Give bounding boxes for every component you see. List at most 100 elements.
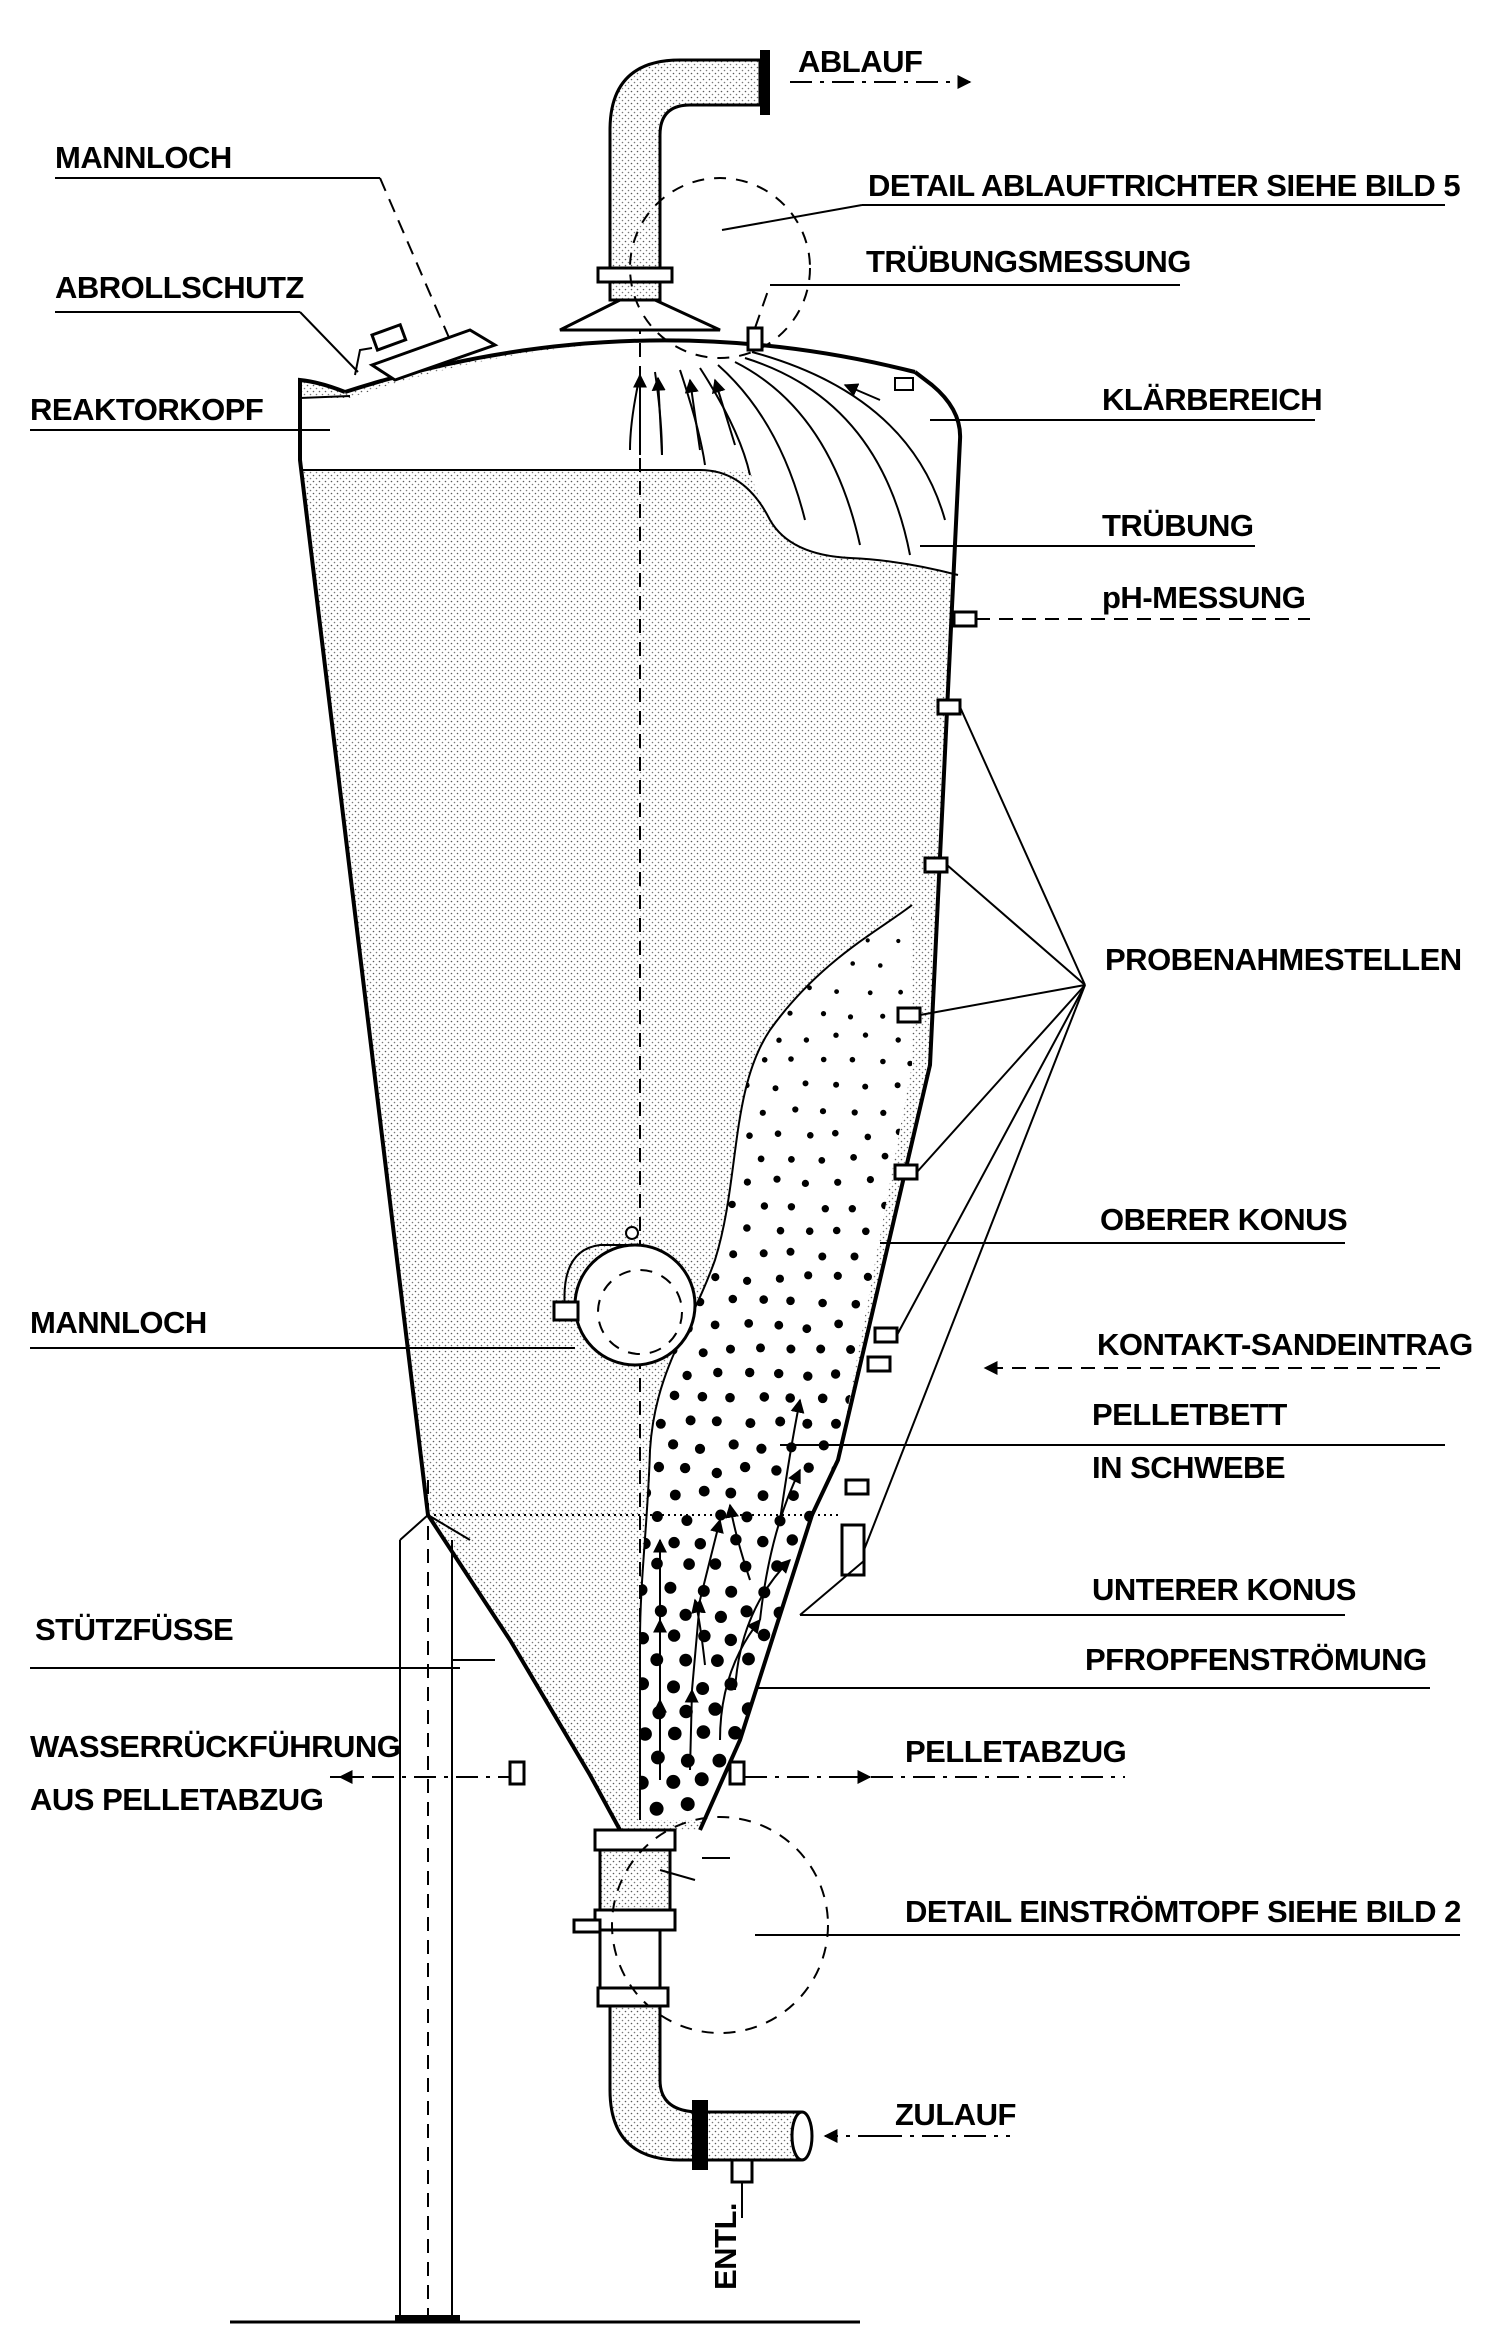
pellet-dot	[759, 1109, 766, 1116]
pellet-dot	[681, 1515, 693, 1526]
pellet-dot	[669, 1390, 680, 1401]
pellet-dot	[818, 1298, 827, 1308]
pellet-dot	[679, 1704, 693, 1719]
pellet-dot	[725, 1585, 738, 1598]
pellet-dot	[907, 1060, 912, 1067]
label-mannloch-top: MANNLOCH	[55, 140, 232, 175]
pellet-dot	[667, 1629, 681, 1642]
pellet-dot	[816, 1344, 826, 1354]
label-abrollschutz: ABROLLSCHUTZ	[55, 270, 304, 305]
flow-lines	[629, 351, 946, 556]
label-reaktorkopf: REAKTORKOPF	[30, 392, 263, 427]
detail-circle-top	[629, 177, 811, 359]
pellet-dot	[819, 1108, 827, 1115]
label-truebung: TRÜBUNG	[1102, 508, 1254, 543]
pellet-dot	[711, 1416, 722, 1427]
pellet-dot	[863, 1605, 876, 1618]
pellet-dot	[851, 1299, 861, 1309]
pellet-dot	[820, 1056, 827, 1063]
pellet-dot	[800, 1655, 814, 1668]
labels: ABLAUF MANNLOCH DETAIL ABLAUFTRICHTER SI…	[30, 44, 1473, 2290]
pellet-dot	[816, 1823, 830, 1837]
pellet-dot	[728, 1294, 738, 1304]
pellet-dot	[848, 1726, 862, 1741]
support-legs	[230, 1480, 860, 2324]
pellet-dot	[892, 1800, 907, 1815]
pellet-dot	[850, 1252, 859, 1261]
pellet-dot	[832, 1226, 841, 1235]
pellet-dot	[694, 1443, 706, 1454]
pellet-dot	[775, 1416, 786, 1427]
pellet-dot	[834, 1178, 842, 1186]
pellet-dot	[903, 1773, 912, 1788]
pellet-dot	[830, 1369, 841, 1379]
pellet-dot	[821, 1205, 829, 1213]
pellet-dot	[786, 1344, 796, 1354]
pellet-dot	[785, 1632, 798, 1645]
detail-circle-bottom	[611, 1816, 829, 2034]
pellet-dot	[745, 1418, 756, 1429]
pellet-dot	[668, 1726, 682, 1741]
pellet-dot	[694, 1538, 706, 1550]
pellet-dot	[829, 1702, 843, 1716]
pellet-dot	[725, 1487, 737, 1499]
pellet-dot	[655, 1418, 666, 1429]
pellet-dot	[846, 1634, 859, 1647]
pellet-dot	[807, 1132, 814, 1139]
pellet-dot	[680, 1797, 695, 1812]
inlet-pipe	[608, 2004, 814, 2205]
pellet-dot	[803, 1796, 818, 1811]
pellet-dot	[744, 1319, 754, 1328]
label-stuetzfuesse: STÜTZFÜSSE	[35, 1612, 233, 1647]
pellet-dot	[923, 1225, 931, 1233]
label-pfropfenstroemung: PFROPFENSTRÖMUNG	[1085, 1642, 1427, 1677]
pellet-dot	[814, 1773, 829, 1788]
pellet-dot	[906, 1536, 912, 1548]
pellet-dot	[682, 1370, 692, 1381]
pellet-dot	[863, 1272, 873, 1281]
pellet-dot	[845, 1821, 859, 1835]
pellet-dot	[921, 1417, 931, 1427]
pellet-dot	[924, 1653, 937, 1666]
pellet-dot	[878, 963, 883, 968]
pellet-dot	[640, 1677, 649, 1691]
vessel-outline-left	[298, 377, 622, 1831]
pellet-dot	[724, 1822, 738, 1836]
pellet-dot	[862, 1227, 870, 1236]
pellet-dot	[711, 1654, 724, 1667]
pellet-dot	[680, 1753, 695, 1768]
label-probenahmestellen: PROBENAHMESTELLEN	[1105, 942, 1462, 977]
label-pelletbett: PELLETBETT	[1092, 1397, 1287, 1432]
pellet-dot	[650, 1653, 664, 1667]
pellet-dot	[743, 1276, 752, 1285]
pellet-dot	[694, 1772, 709, 1787]
pellet-dot	[683, 1558, 695, 1570]
label-zulauf: ZULAUF	[895, 2097, 1016, 2132]
label-unterer-konus: UNTERER KONUS	[1092, 1572, 1356, 1607]
pellet-dot	[833, 1271, 842, 1280]
pellet-dot	[802, 1324, 812, 1334]
pellet-dot	[709, 1558, 722, 1570]
pellet-dot	[802, 1418, 813, 1429]
pellet-dot	[834, 1319, 843, 1329]
pellet-dot	[651, 1511, 663, 1522]
pellet-dot	[898, 989, 903, 995]
pellet-dot	[863, 1417, 874, 1428]
pellet-dot	[803, 1037, 810, 1043]
pellet-dot	[877, 1631, 890, 1645]
pellet-dot	[833, 1032, 839, 1038]
pellet-dot	[866, 1176, 875, 1184]
pellet-dot	[698, 1485, 710, 1497]
pellet-dot	[775, 1274, 785, 1283]
label-in-schwebe: IN SCHWEBE	[1092, 1450, 1285, 1485]
pellet-dot	[816, 1534, 828, 1547]
pellet-dot	[757, 1628, 771, 1642]
pellet-dot	[756, 1343, 765, 1353]
pellet-dot	[724, 1633, 737, 1647]
pellet-withdrawal	[508, 1760, 746, 1859]
pellet-dot	[814, 1630, 827, 1644]
pellet-dot	[759, 1295, 768, 1304]
pellet-dot	[818, 1252, 827, 1261]
pellet-dot	[685, 1415, 696, 1426]
